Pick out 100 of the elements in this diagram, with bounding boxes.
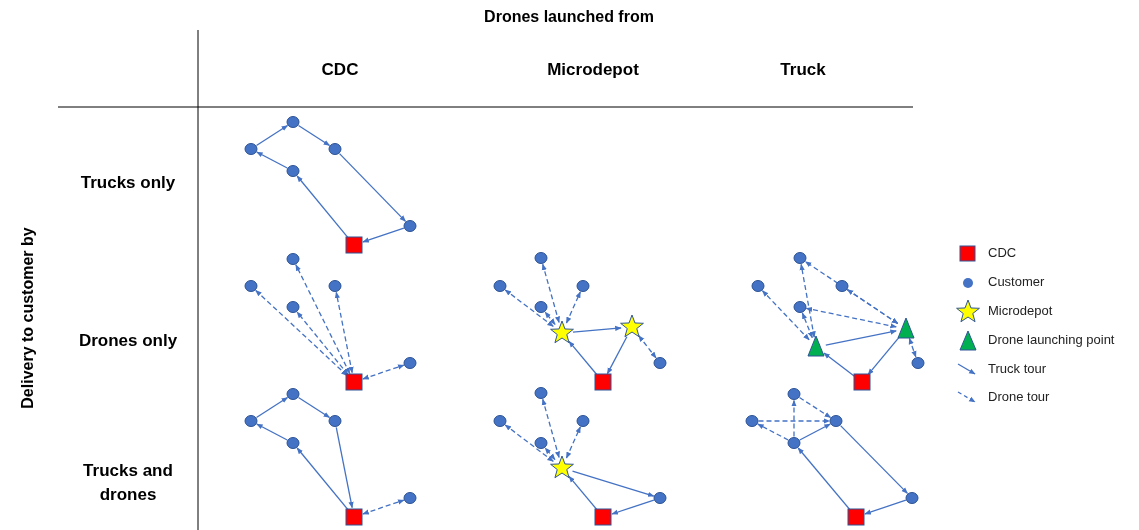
axis-title: Delivery to customer by [19,227,37,409]
customer-dot [829,415,843,427]
dashed-arrow [295,264,351,375]
dashed-arrow [801,312,813,339]
customer-dot [244,143,258,155]
column-header: CDC [321,60,359,80]
legend-label: CDC [988,245,1017,260]
column-header: Microdepot [547,60,639,80]
arrow [864,499,907,515]
arrow [297,396,331,419]
customer-dot [793,252,807,264]
legend-label: Customer [988,274,1045,289]
customer-dot [328,280,342,292]
dashed-arrow [362,499,405,515]
customer-dot [835,280,849,292]
dashed-arrow [504,424,554,462]
arrow [296,175,349,239]
arrow [568,475,598,511]
customer-dot [534,387,548,399]
arrow [296,447,349,511]
arrow [867,336,901,376]
arrow [797,447,851,511]
depot-square [853,373,871,391]
arrow [825,329,897,346]
dashed-arrow [565,426,581,459]
legend-label: Microdepot [988,303,1053,318]
star-symbol [550,455,574,479]
row-header: Trucks and drones [82,460,174,506]
triangle-symbol [897,317,915,339]
customer-dot [653,357,667,369]
arrow [362,227,405,243]
dashed-arrow [908,337,917,358]
dashed-arrow [761,290,810,341]
arrow [572,325,622,333]
customer-dot [328,143,342,155]
customer-dot [751,280,765,292]
customer-dot [493,415,507,427]
dashed-arrow [334,291,354,374]
customer-dot [286,437,300,449]
dashed-arrow [565,291,581,324]
arrow [256,151,288,169]
customer-dot [787,437,801,449]
customer-dot [905,492,919,504]
depot-square [594,373,612,391]
depot-square [847,508,865,526]
depot-square [345,373,363,391]
customer-dot [493,280,507,292]
customer-dot [244,280,258,292]
arrow [338,153,407,222]
customer-dot [403,357,417,369]
dashed-arrow [757,423,789,441]
arrow [606,336,628,375]
depot-square [594,508,612,526]
customer-dot [787,388,801,400]
arrow [255,396,289,419]
dashed-arrow [255,289,348,377]
triangle-symbol [807,335,825,357]
customer-dot [911,357,925,369]
dashed-arrow [541,398,560,459]
customer-dot [328,415,342,427]
star-symbol [620,314,644,338]
customer-dot [244,415,258,427]
customer-dot [576,280,590,292]
dashed-arrow [805,306,897,329]
customer-dot [745,415,759,427]
row-header: Trucks only [80,173,176,193]
legend-label: Drone launching point [988,332,1115,347]
arrow [611,499,655,515]
dashed-arrow [541,263,560,324]
depot-square [345,508,363,526]
arrow [571,470,655,497]
customer-dot [286,116,300,128]
axis-title: Drones launched from [484,8,654,26]
arrow [568,340,598,376]
customer-dot [793,301,807,313]
legend-label: Truck tour [988,361,1047,376]
dashed-arrow [791,399,797,438]
dashed-arrow [798,396,832,419]
arrow [839,425,909,494]
dashed-arrow [799,263,816,338]
customer-dot [576,415,590,427]
dashed-arrow [757,418,831,424]
dashed-arrow [296,311,349,376]
customer-dot [534,437,548,449]
dashed-arrow [544,447,556,461]
customer-dot [653,492,667,504]
star-symbol [550,320,574,344]
dashed-arrow [544,311,556,326]
arrow [297,124,331,147]
arrow [256,423,288,441]
customer-dot [286,388,300,400]
customer-dot [534,252,548,264]
dashed-arrow [638,335,657,359]
arrow [335,426,354,509]
customer-dot [403,492,417,504]
customer-dot [286,253,300,265]
dashed-arrow [846,289,899,325]
customer-dot [534,301,548,313]
dashed-arrow [362,364,405,380]
customer-dot [286,165,300,177]
